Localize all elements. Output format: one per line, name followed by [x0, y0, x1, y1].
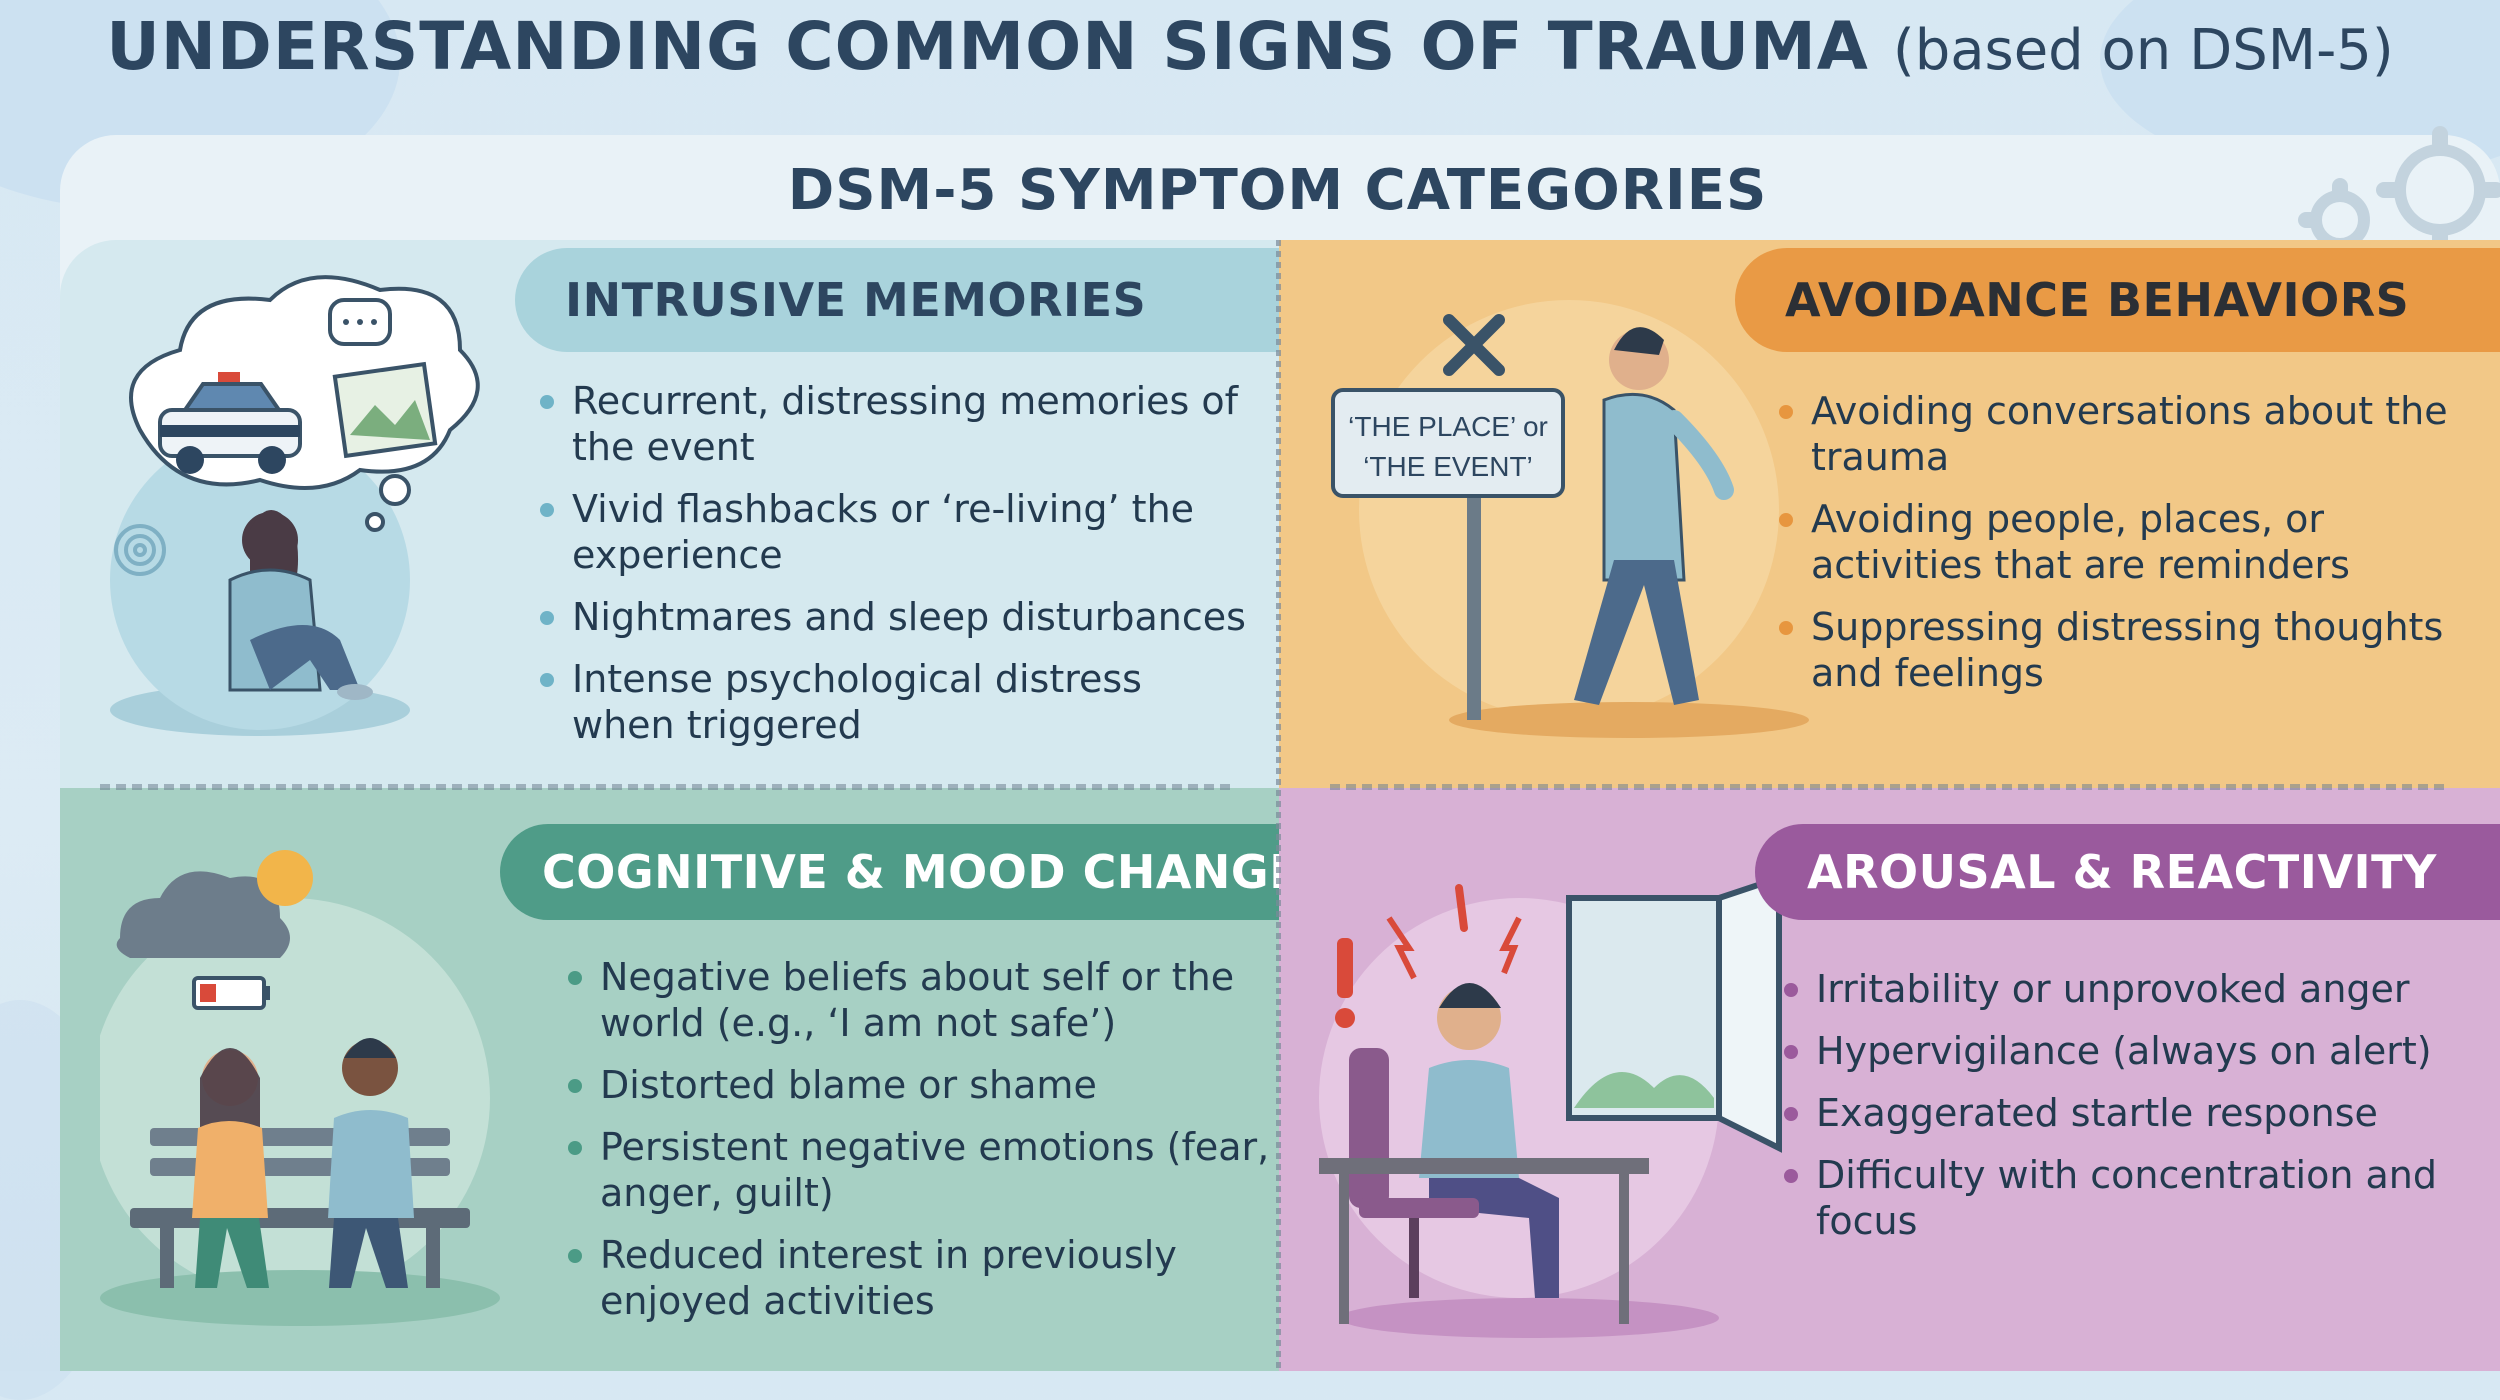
list-item: Recurrent, distressing memories of the e…: [536, 378, 1256, 470]
intrusive-illustration: [110, 275, 480, 736]
list-item: Difficulty with concentration and focus: [1780, 1152, 2490, 1244]
quadrant-intrusive-memories: INTRUSIVE MEMORIES Recurrent, distressin…: [60, 240, 1279, 788]
horizontal-divider-left: [100, 784, 1230, 790]
cognitive-illustration: [100, 850, 500, 1326]
page-title-sub: (based on DSM-5): [1892, 18, 2394, 83]
arousal-header: AROUSAL & REACTIVITY: [1755, 824, 2500, 920]
section-title: DSM-5 SYMPTOM CATEGORIES: [787, 158, 1768, 223]
list-item: Hypervigilance (always on alert): [1780, 1028, 2490, 1074]
intrusive-list: Recurrent, distressing memories of the e…: [536, 378, 1256, 764]
cognitive-heading: COGNITIVE & MOOD CHANGES: [542, 845, 1279, 899]
quadrant-cognitive-mood-changes: COGNITIVE & MOOD CHANGES Negative belief…: [60, 788, 1279, 1371]
cognitive-list: Negative beliefs about self or the world…: [564, 954, 1279, 1340]
avoidance-header: AVOIDANCE BEHAVIORS: [1735, 248, 2500, 352]
list-item: Negative beliefs about self or the world…: [564, 954, 1279, 1046]
man-figure: [328, 1038, 414, 1288]
intrusive-header: INTRUSIVE MEMORIES: [515, 248, 1279, 352]
startle-mark-icon: [1335, 884, 1522, 1028]
window-icon: [1566, 873, 1782, 1153]
chat-bubble-icon: [328, 298, 392, 346]
list-item: Irritability or unprovoked anger: [1780, 966, 2490, 1012]
list-item: Vivid flashbacks or ‘re-living’ the expe…: [536, 486, 1256, 578]
spiral-icon: [114, 524, 166, 576]
arousal-illustration: [1319, 873, 1782, 1338]
list-item: Nightmares and sleep disturbances: [536, 594, 1256, 640]
list-item: Avoiding conversations about the trauma: [1775, 388, 2475, 480]
walking-person-figure: [1574, 327, 1734, 705]
list-item: Persistent negative emotions (fear, ange…: [564, 1124, 1279, 1216]
arousal-heading: AROUSAL & REACTIVITY: [1807, 845, 2437, 899]
page-title: UNDERSTANDING COMMON SIGNS OF TRAUMA (ba…: [0, 8, 2500, 85]
quadrant-arousal-reactivity: AROUSAL & REACTIVITY Irritability or unp…: [1279, 788, 2500, 1371]
sign-line-2: ‘THE EVENT’: [1363, 451, 1533, 482]
page-title-main: UNDERSTANDING COMMON SIGNS OF TRAUMA: [106, 8, 1869, 85]
sad-person-figure: [228, 510, 373, 700]
police-car-icon: [158, 372, 302, 474]
list-item: Distorted blame or shame: [564, 1062, 1279, 1108]
avoidance-heading: AVOIDANCE BEHAVIORS: [1785, 273, 2410, 327]
list-item: Avoiding people, places, or activities t…: [1775, 496, 2475, 588]
quadrant-avoidance-behaviors: ‘THE PLACE’ or ‘THE EVENT’ AVOIDANCE BEH…: [1279, 240, 2500, 788]
broken-photo-icon: [332, 361, 438, 459]
vertical-divider: [1276, 240, 1281, 1371]
horizontal-divider-right: [1330, 784, 2450, 790]
storm-cloud-icon: [116, 850, 313, 958]
list-item: Exaggerated startle response: [1780, 1090, 2490, 1136]
arousal-list: Irritability or unprovoked anger Hypervi…: [1780, 966, 2490, 1260]
no-entry-sign-icon: [1331, 314, 1565, 720]
list-item: Reduced interest in previously enjoyed a…: [564, 1232, 1279, 1324]
woman-figure: [192, 1048, 269, 1288]
sign-line-1: ‘THE PLACE’ or: [1348, 411, 1548, 442]
list-item: Intense psychological distress when trig…: [536, 656, 1256, 748]
avoidance-illustration: ‘THE PLACE’ or ‘THE EVENT’: [1331, 300, 1809, 738]
desk-icon: [1319, 1158, 1649, 1324]
intrusive-heading: INTRUSIVE MEMORIES: [565, 273, 1147, 327]
list-item: Suppressing distressing thoughts and fee…: [1775, 604, 2475, 696]
cognitive-header: COGNITIVE & MOOD CHANGES: [500, 824, 1279, 920]
low-battery-icon: [192, 976, 270, 1010]
avoidance-list: Avoiding conversations about the trauma …: [1775, 388, 2475, 712]
